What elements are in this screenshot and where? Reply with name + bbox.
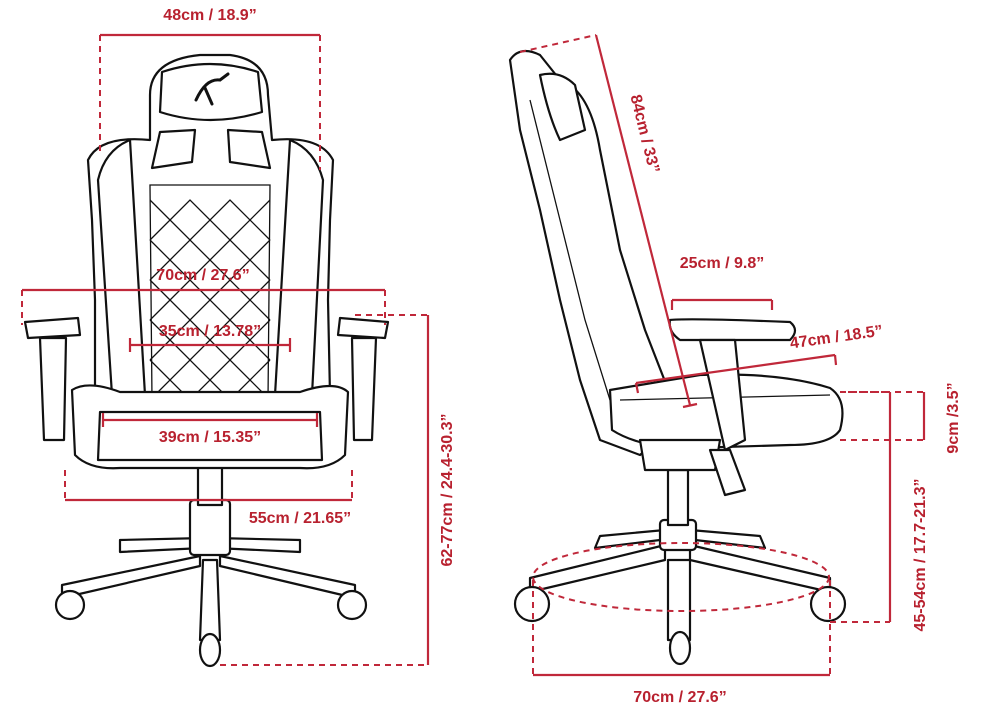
seat-depth-label: 47cm / 18.5” (789, 323, 884, 353)
arm-width-label: 70cm / 27.6” (156, 267, 249, 284)
front-dimension-labels: 48cm / 18.9” 70cm / 27.6” 35cm / 13.78” … (156, 7, 456, 567)
seat-height-label: 45-54cm / 17.7-21.3” (912, 479, 929, 632)
front-dimension-lines (21, 33, 430, 666)
back-width-label: 35cm / 13.78” (159, 323, 261, 340)
side-base-width-label: 70cm / 27.6” (633, 689, 726, 706)
seat-thickness-label: 9cm /3.5” (945, 382, 962, 453)
top-width-label: 48cm / 18.9” (163, 7, 256, 24)
armrest-length-label: 25cm / 9.8” (680, 255, 765, 272)
front-view-chair (23, 53, 390, 668)
side-view-chair (508, 49, 847, 666)
total-height-label: 62-77cm / 24.4-30.3” (439, 414, 456, 567)
back-height-label: 84cm / 33” (626, 93, 662, 175)
base-width-label: 55cm / 21.65” (249, 510, 351, 527)
arozzi-arrow-icon (194, 72, 230, 106)
seat-width-label: 39cm / 15.35” (159, 429, 261, 446)
side-dimension-lines (519, 34, 926, 677)
